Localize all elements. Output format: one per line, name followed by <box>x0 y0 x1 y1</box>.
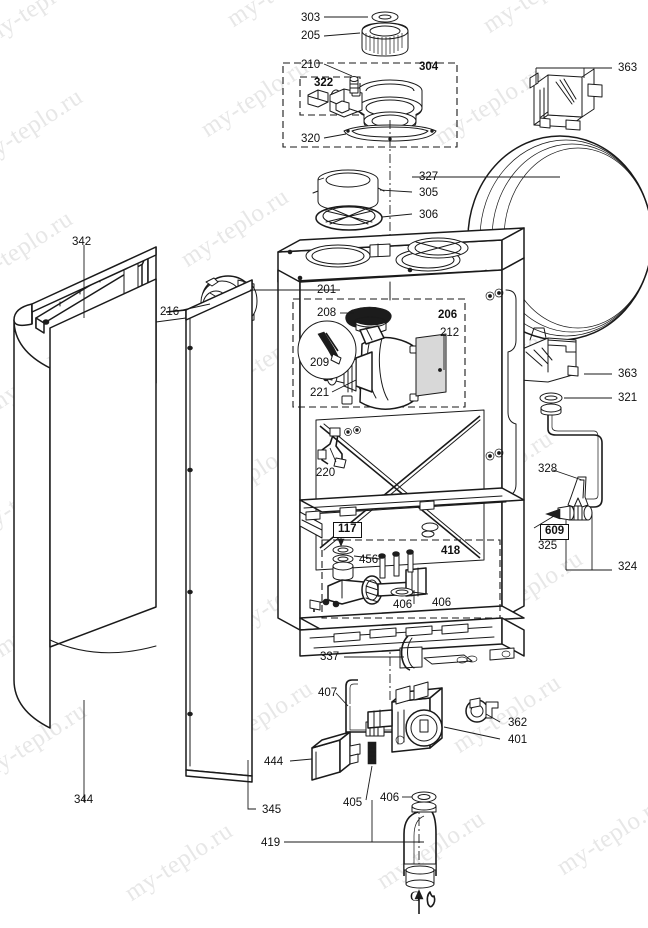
part-328-clip <box>567 476 589 508</box>
callout-212-c212: 212 <box>440 327 460 339</box>
callout-344-c344: 344 <box>74 794 94 806</box>
callout-324-c324: 324 <box>618 561 638 573</box>
part-321-oring <box>539 392 563 404</box>
callout-363-c363a: 363 <box>618 62 638 74</box>
callout-210-c210: 210 <box>301 59 321 71</box>
gas-flame-icon <box>426 891 436 908</box>
callout-305-c305: 305 <box>419 187 439 199</box>
callout-327-c327: 327 <box>419 171 439 183</box>
callout-419-c419: 419 <box>261 837 281 849</box>
callout-201-c201: 201 <box>317 284 337 296</box>
callout-220-c220: 220 <box>316 467 336 479</box>
callout-304-c304: 304 <box>419 61 439 73</box>
callout-456-c456: 456 <box>359 554 379 566</box>
part-363-upper-bracket <box>529 68 603 131</box>
callout-406-c406b: 406 <box>432 597 452 609</box>
callout-205-c205: 205 <box>301 30 321 42</box>
callout-209-c209: 209 <box>310 357 330 369</box>
callout-406-c406c: 406 <box>380 792 400 804</box>
callout-321-c321: 321 <box>618 392 638 404</box>
callout-303-c303: 303 <box>301 12 321 24</box>
callout-337-c337: 337 <box>320 651 340 663</box>
callout-216-c216: 216 <box>160 306 180 318</box>
callout-322-c322: 322 <box>314 77 334 89</box>
part-456-seals <box>332 545 354 581</box>
gas-symbol-label: G <box>410 889 421 905</box>
callout-401-c401: 401 <box>508 734 528 746</box>
part-325-safety-valve <box>545 505 593 521</box>
part-444-transformer <box>311 731 361 781</box>
callout-362-c362: 362 <box>508 717 528 729</box>
part-419-gas-inlet-pipe <box>403 791 437 914</box>
part-401-gas-valve <box>367 681 443 753</box>
callout-609-c609: 609 <box>540 524 570 540</box>
callout-206-c206: 206 <box>438 309 458 321</box>
callout-405-c405: 405 <box>343 797 363 809</box>
part-418-hydraulic-group <box>309 549 427 612</box>
callout-407-c407: 407 <box>318 687 338 699</box>
part-345-side-panel <box>185 279 253 783</box>
callout-363-c363b: 363 <box>618 368 638 380</box>
callout-208-c208: 208 <box>317 307 337 319</box>
callout-306-c306: 306 <box>419 209 439 221</box>
callout-345-c345: 345 <box>262 804 282 816</box>
callout-444-c444: 444 <box>264 756 284 768</box>
part-212-mounting-plate <box>415 333 447 397</box>
part-405-screw <box>367 741 377 765</box>
callout-320-c320: 320 <box>301 133 321 145</box>
callout-418-c418: 418 <box>441 545 461 557</box>
part-205-cap <box>361 22 409 57</box>
leader-lines <box>83 16 612 843</box>
group-418-boundary <box>321 539 501 619</box>
part-303-gasket <box>371 11 399 23</box>
callout-325-c325: 325 <box>538 540 558 552</box>
callout-117-c117: 117 <box>333 522 362 538</box>
part-305-sleeve <box>312 169 385 211</box>
detail-209-bubble <box>297 320 357 380</box>
part-306-gasket-ring <box>315 205 383 231</box>
part-220-electrode <box>317 427 347 469</box>
part-324-discharge-pipe <box>540 403 603 508</box>
callout-406-c406a: 406 <box>393 599 413 611</box>
callout-221-c221: 221 <box>310 387 330 399</box>
part-344-front-panel <box>13 246 157 729</box>
callout-342-c342: 342 <box>72 236 92 248</box>
part-362-coil <box>465 697 499 723</box>
callout-328-c328: 328 <box>538 463 558 475</box>
group-304-boundary <box>282 62 458 148</box>
